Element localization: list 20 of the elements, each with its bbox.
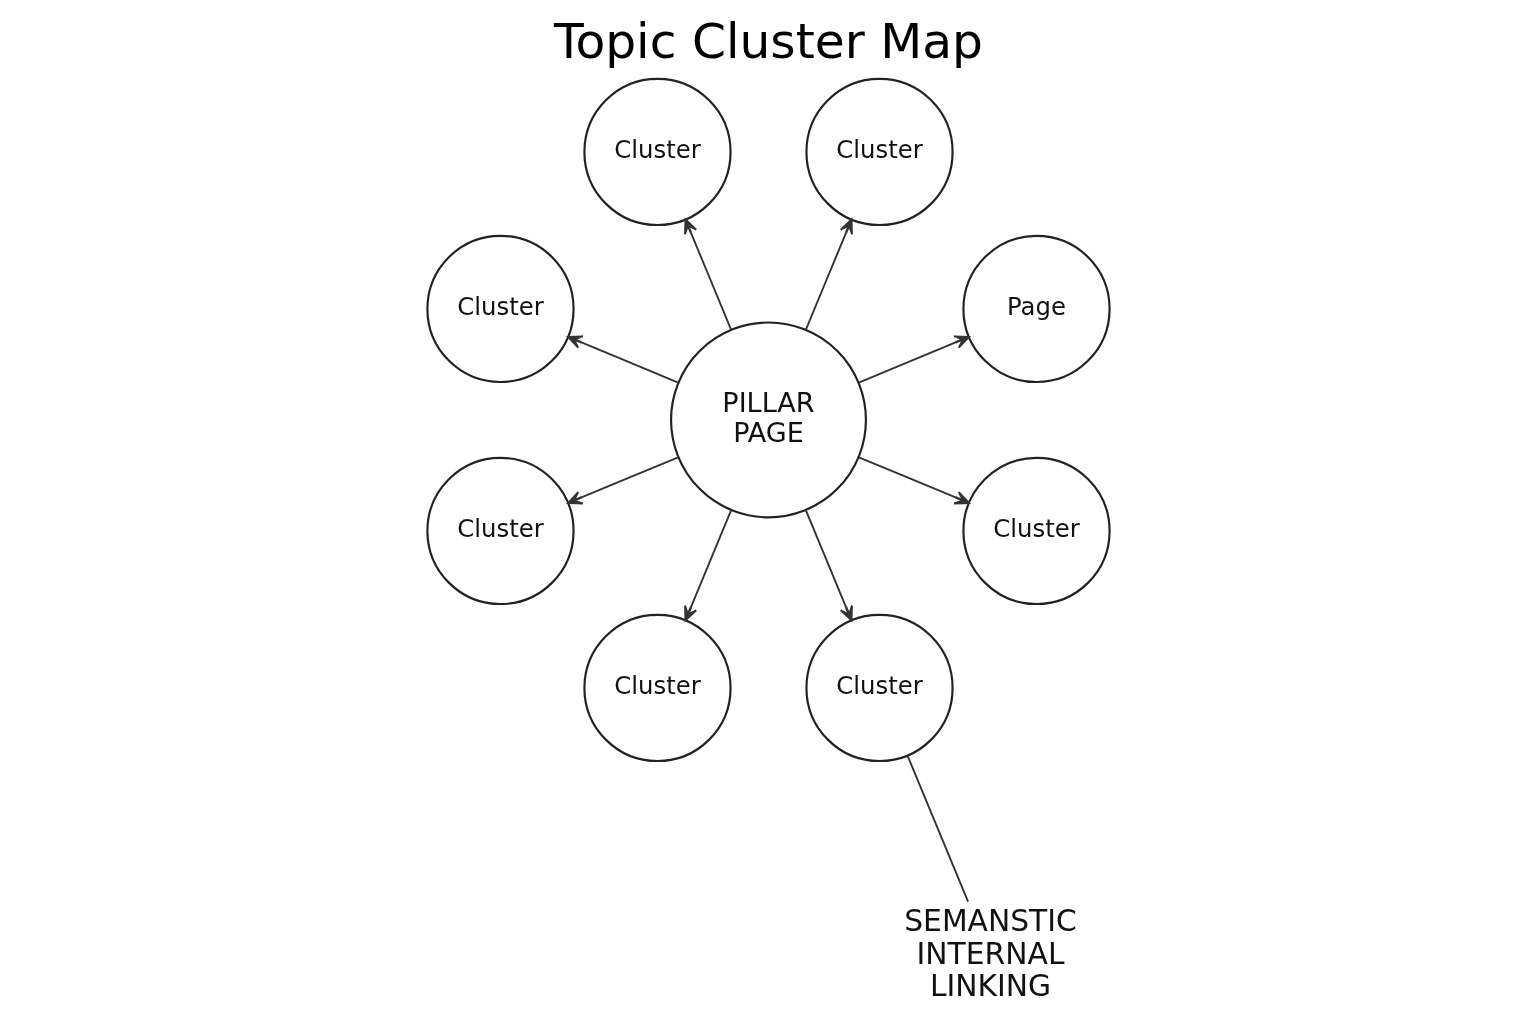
node-circle: Cluster <box>425 456 575 606</box>
arrow <box>566 335 679 384</box>
node-circle: Cluster <box>804 613 954 763</box>
arrow <box>683 509 732 622</box>
diagram-title: Topic Cluster Map <box>553 13 983 70</box>
node-circle: Cluster <box>804 77 954 227</box>
arrow <box>566 456 679 505</box>
arrow <box>683 218 732 331</box>
connector <box>906 754 969 903</box>
node-circle: Cluster <box>582 613 732 763</box>
arrow <box>804 509 853 622</box>
arrow <box>857 335 970 384</box>
node-circle: PILLAR PAGE <box>669 321 867 519</box>
node-circle: Page <box>961 234 1111 384</box>
arrow <box>804 218 853 331</box>
node-circle: Cluster <box>425 234 575 384</box>
node-circle: Cluster <box>582 77 732 227</box>
node-circle: Cluster <box>961 456 1111 606</box>
arrow <box>857 456 970 505</box>
node-text: SEMANSTIC INTERNAL LINKING <box>903 903 1077 1004</box>
